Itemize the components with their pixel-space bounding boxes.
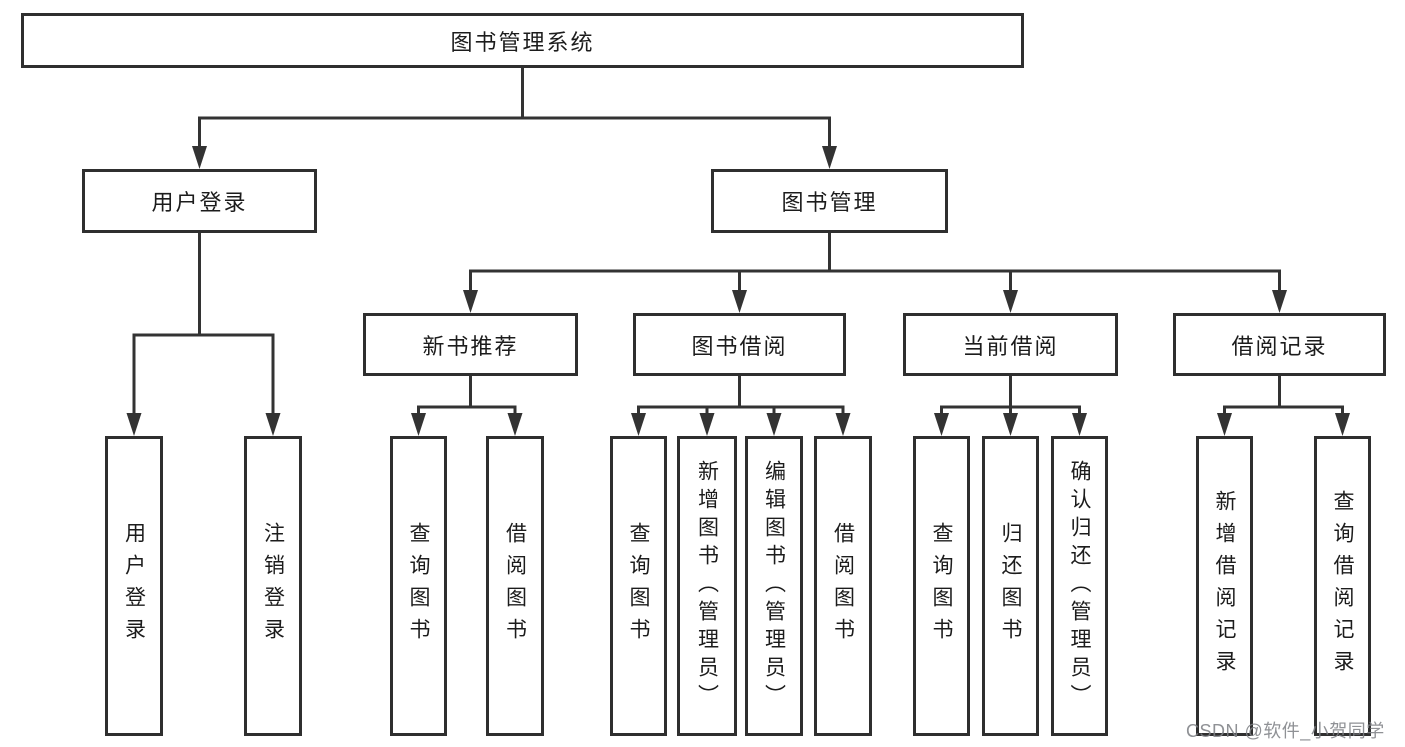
leaf-bb-edit-book-admin-label: 编辑图书（管理员） bbox=[762, 460, 786, 712]
arrowheads bbox=[126, 146, 1350, 436]
leaf-bb-add-book-admin: 新增图书（管理员） bbox=[677, 436, 737, 736]
leaf-cb-query-books-label: 查询图书 bbox=[930, 522, 954, 650]
node-current-borrow-label: 当前借阅 bbox=[962, 333, 1059, 359]
csdn-watermark: CSDN @软件_小贺同学 bbox=[1186, 721, 1385, 741]
leaf-bb-query-books: 查询图书 bbox=[610, 436, 667, 736]
node-user-login: 用户登录 bbox=[82, 169, 317, 233]
leaf-cb-confirm-return-admin: 确认归还（管理员） bbox=[1051, 436, 1108, 736]
node-book-borrow-label: 图书借阅 bbox=[691, 333, 788, 359]
leaf-bb-query-books-label: 查询图书 bbox=[627, 522, 651, 650]
node-current-borrow: 当前借阅 bbox=[903, 313, 1118, 376]
node-new-book-recommend-label: 新书推荐 bbox=[422, 333, 519, 359]
leaf-br-add-record-label: 新增借阅记录 bbox=[1213, 490, 1237, 682]
leaf-cb-query-books: 查询图书 bbox=[913, 436, 970, 736]
node-user-login-label: 用户登录 bbox=[151, 190, 248, 215]
leaf-logout-label: 注销登录 bbox=[261, 522, 285, 650]
node-root: 图书管理系统 bbox=[21, 13, 1024, 68]
leaf-bb-edit-book-admin: 编辑图书（管理员） bbox=[745, 436, 803, 736]
leaf-nbr-query-books: 查询图书 bbox=[390, 436, 447, 736]
node-book-management-label: 图书管理 bbox=[781, 190, 878, 215]
node-book-management: 图书管理 bbox=[711, 169, 948, 233]
leaf-nbr-borrow-books-label: 借阅图书 bbox=[503, 522, 527, 650]
leaf-cb-return-books-label: 归还图书 bbox=[999, 522, 1023, 650]
node-new-book-recommend: 新书推荐 bbox=[363, 313, 578, 376]
node-book-borrow: 图书借阅 bbox=[633, 313, 846, 376]
leaf-bb-add-book-admin-label: 新增图书（管理员） bbox=[695, 460, 719, 712]
leaf-br-query-record-label: 查询借阅记录 bbox=[1331, 490, 1355, 682]
leaf-nbr-borrow-books: 借阅图书 bbox=[486, 436, 544, 736]
leaf-user-login-label: 用户登录 bbox=[122, 522, 146, 650]
leaf-bb-borrow-books-label: 借阅图书 bbox=[831, 522, 855, 650]
node-borrow-records-label: 借阅记录 bbox=[1231, 333, 1328, 359]
leaf-br-query-record: 查询借阅记录 bbox=[1314, 436, 1371, 736]
leaf-nbr-query-books-label: 查询图书 bbox=[407, 522, 431, 650]
leaf-cb-return-books: 归还图书 bbox=[982, 436, 1039, 736]
node-borrow-records: 借阅记录 bbox=[1173, 313, 1386, 376]
leaf-bb-borrow-books: 借阅图书 bbox=[814, 436, 872, 736]
leaf-user-login: 用户登录 bbox=[105, 436, 163, 736]
node-root-label: 图书管理系统 bbox=[450, 29, 595, 55]
leaf-logout: 注销登录 bbox=[244, 436, 302, 736]
leaf-cb-confirm-return-admin-label: 确认归还（管理员） bbox=[1068, 460, 1092, 712]
leaf-br-add-record: 新增借阅记录 bbox=[1196, 436, 1253, 736]
